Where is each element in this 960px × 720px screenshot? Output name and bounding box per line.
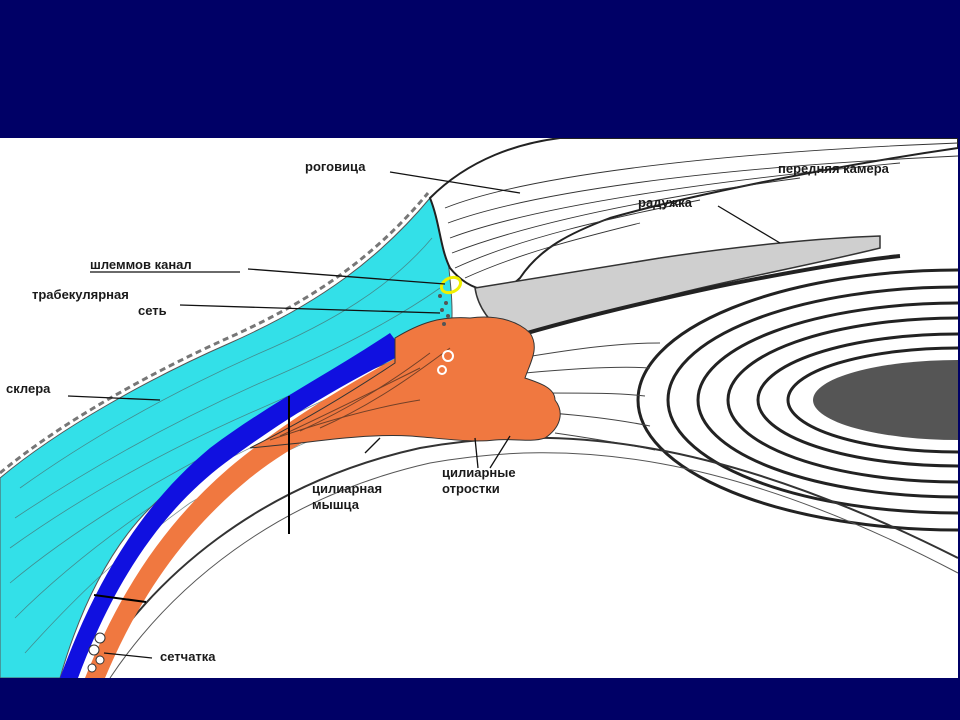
label-retina: сетчатка	[160, 649, 216, 664]
label-iris: радужка	[638, 195, 692, 210]
label-ciliary-processes-2: отростки	[442, 481, 500, 496]
schlemm-canal-highlight	[439, 275, 463, 295]
leader-lines	[67, 171, 781, 659]
label-anterior-chamber: передняя камера	[778, 161, 889, 176]
iris-pigment-layer	[509, 254, 901, 340]
ciliary-vessel-2	[437, 365, 447, 375]
label-schlemm-canal: шлеммов канал	[90, 257, 192, 272]
eye-angle-illustration	[0, 138, 958, 678]
diagram-panel: роговица передняя камера радужка шлеммов…	[0, 138, 958, 678]
cornea-fibers	[444, 142, 958, 279]
bottom-bar	[0, 678, 960, 720]
lens-nucleus	[813, 360, 958, 440]
lens-rings	[636, 268, 958, 532]
label-ciliary-muscle-1: цилиарная	[312, 481, 383, 496]
label-ciliary-muscle-2: мышца	[312, 497, 359, 512]
label-trabecular-2: сеть	[138, 303, 167, 318]
globe-inner-edge	[89, 436, 958, 678]
cornea-region	[428, 138, 958, 292]
label-ciliary-processes-1: цилиарные	[442, 465, 516, 480]
ciliary-muscle-fibers	[269, 347, 451, 441]
retina-beads	[87, 632, 106, 673]
label-sclera: склера	[6, 381, 51, 396]
retina-marker-line	[93, 594, 147, 603]
ciliary-processes-region	[249, 316, 561, 449]
label-cornea: роговица	[305, 159, 366, 174]
zonular-fibers	[519, 342, 661, 451]
sclera-outer-edge	[0, 192, 430, 475]
choroid-blue-band	[60, 333, 405, 678]
trabecular-dots	[438, 294, 450, 326]
label-trabecular-1: трабекулярная	[32, 287, 129, 302]
globe-inner-edge-2	[109, 452, 958, 678]
ciliary-vessel	[442, 350, 454, 362]
